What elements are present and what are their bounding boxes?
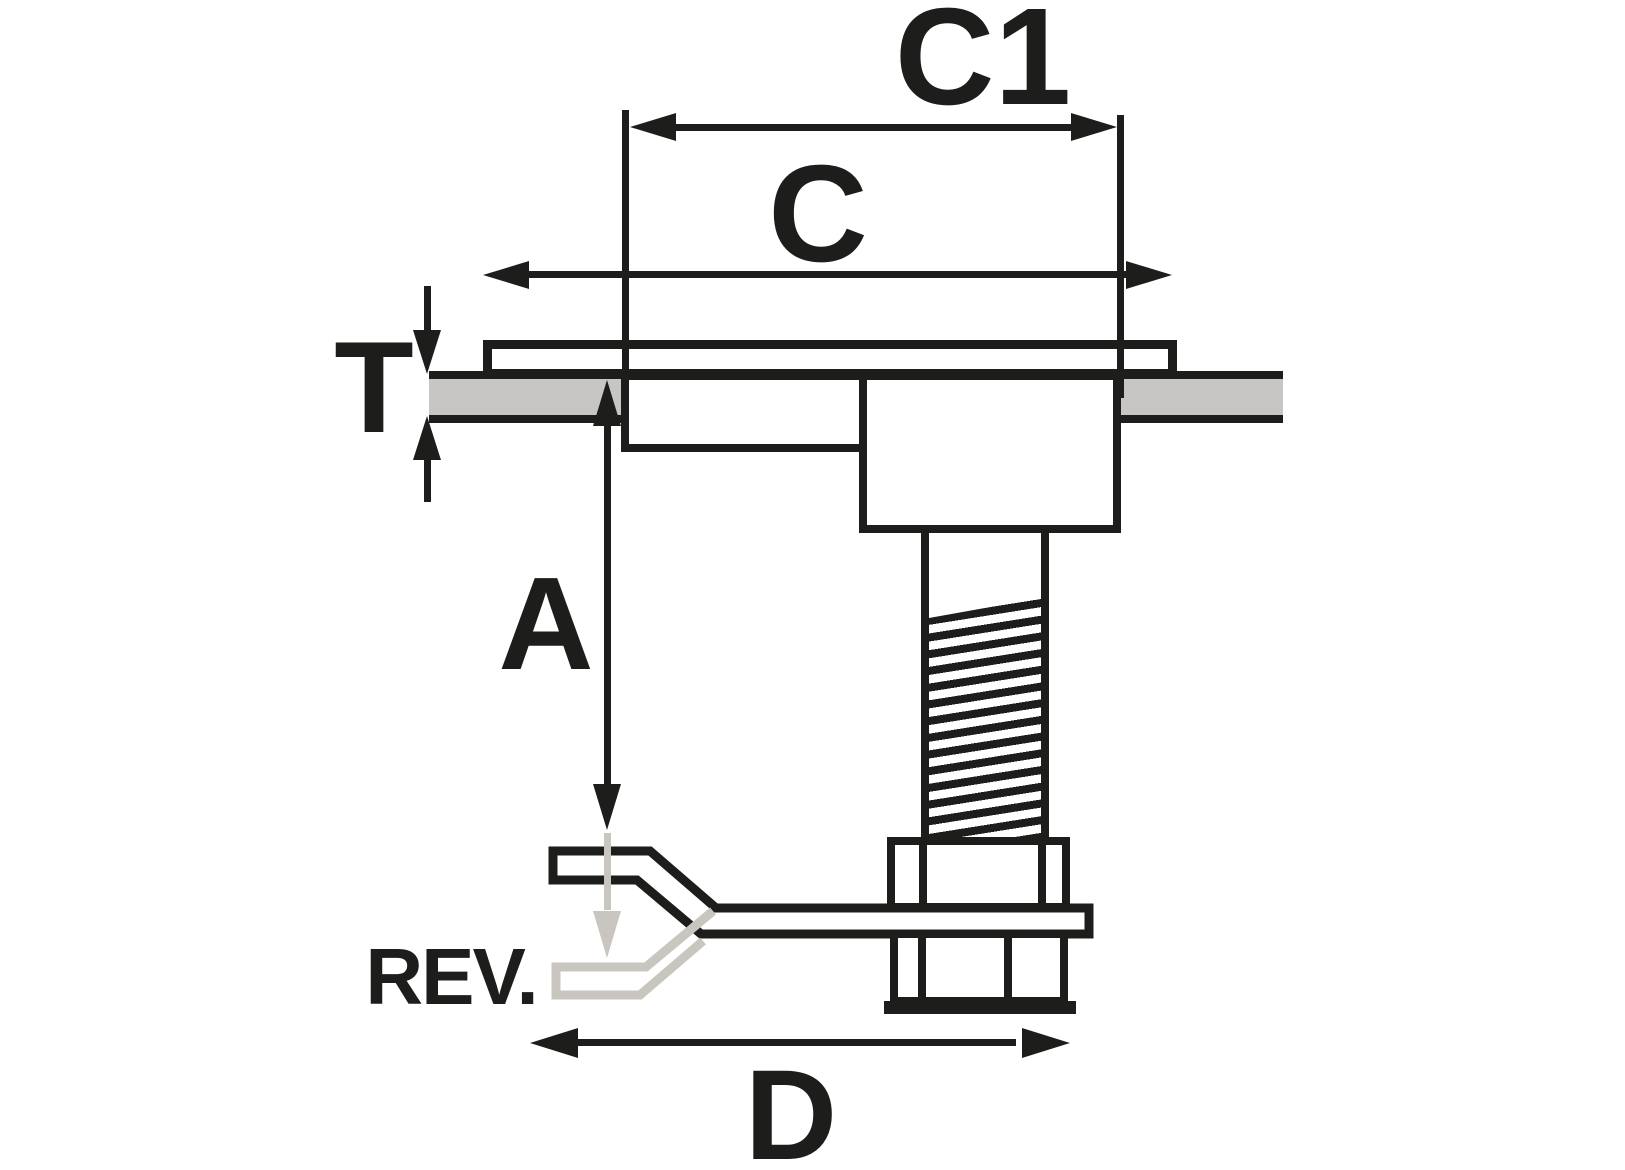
dim-label-a: A	[498, 550, 594, 697]
lower-nut-facet-line-left	[918, 938, 926, 997]
lower-nut-facet-line-right	[1004, 938, 1012, 997]
cam-arm-reversed	[551, 907, 716, 1000]
arrowhead-a-up	[593, 380, 621, 426]
dim-line-t-lower	[424, 460, 431, 502]
arrowhead-d-left	[530, 1028, 578, 1058]
dim-line-a	[604, 420, 611, 792]
stud-left-edge	[921, 530, 929, 845]
upper-nut-facet-line-left	[919, 845, 927, 903]
dim-label-c1: C1	[894, 0, 1072, 134]
arrowhead-c1-right	[1071, 113, 1117, 141]
stud-thread-pattern	[929, 598, 1041, 841]
dim-line-d	[556, 1039, 1016, 1046]
arrowhead-a-reversed-down	[593, 911, 621, 958]
dim-label-t: T	[334, 314, 414, 460]
dim-line-t-upper	[424, 286, 431, 332]
washer	[884, 1001, 1076, 1014]
dim-label-c: C	[768, 137, 868, 291]
lower-hex-nut	[890, 930, 1068, 1005]
arrowhead-c-right	[1126, 261, 1172, 289]
extension-line-left	[622, 110, 629, 378]
arrowhead-t-up	[413, 416, 441, 460]
upper-nut-facet-line-right	[1038, 845, 1046, 903]
arrowhead-a-down	[593, 784, 621, 830]
dim-line-c	[505, 271, 1130, 278]
dim-line-c1	[655, 124, 1095, 131]
cam-arm	[548, 846, 1094, 939]
flange-plate	[483, 340, 1177, 378]
dim-label-d: D	[744, 1044, 838, 1170]
arrowhead-c1-left	[630, 113, 676, 141]
stud-right-edge	[1041, 530, 1049, 845]
reversed-position-label: REV.	[365, 932, 538, 1021]
dim-line-a-reversed-extension	[604, 833, 611, 910]
housing-left-section	[621, 372, 867, 452]
arrowhead-d-right	[1022, 1028, 1070, 1058]
arrowhead-t-down	[413, 330, 441, 374]
arrowhead-c-left	[483, 261, 529, 289]
extension-line-right	[1117, 115, 1124, 398]
housing-main-body	[859, 372, 1121, 533]
